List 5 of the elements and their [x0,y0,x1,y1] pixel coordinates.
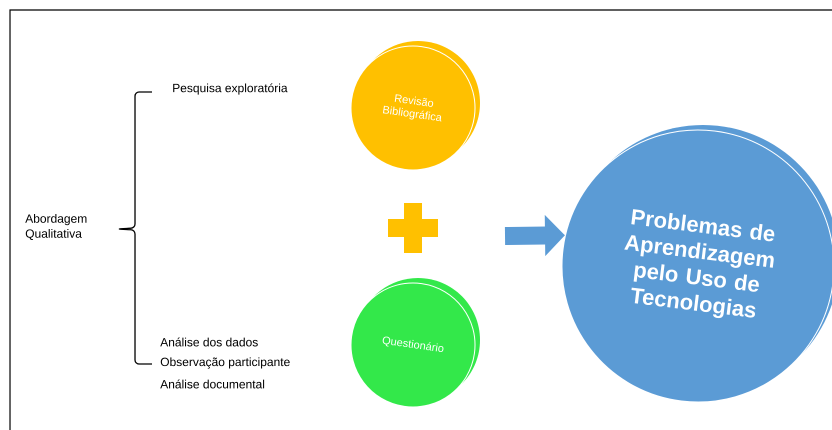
text-label: Análise documental [160,380,264,388]
text-label: Pesquisa exploratória [173,83,288,95]
text-label: Observação participante [160,357,290,369]
text-label: Análise dos dados [160,338,258,346]
text-label: Abordagem Qualitativa [25,214,86,240]
